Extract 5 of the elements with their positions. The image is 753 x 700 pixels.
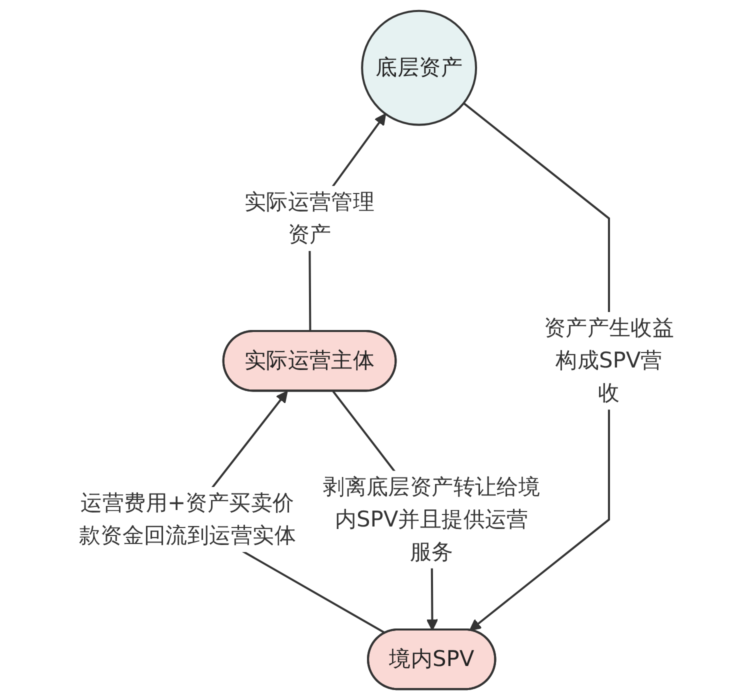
edge-label: 资产产生收益构成SPV营收 [544, 314, 674, 406]
edge-label: 实际运营管理资产 [244, 188, 375, 247]
edge-label: 运营费用+资产买卖价款资金回流到运营实体 [78, 490, 296, 548]
edge-label: 剥离底层资产转让给境内SPV并且提供运营服务 [323, 473, 540, 564]
node-circle: 底层资产 [361, 10, 478, 126]
